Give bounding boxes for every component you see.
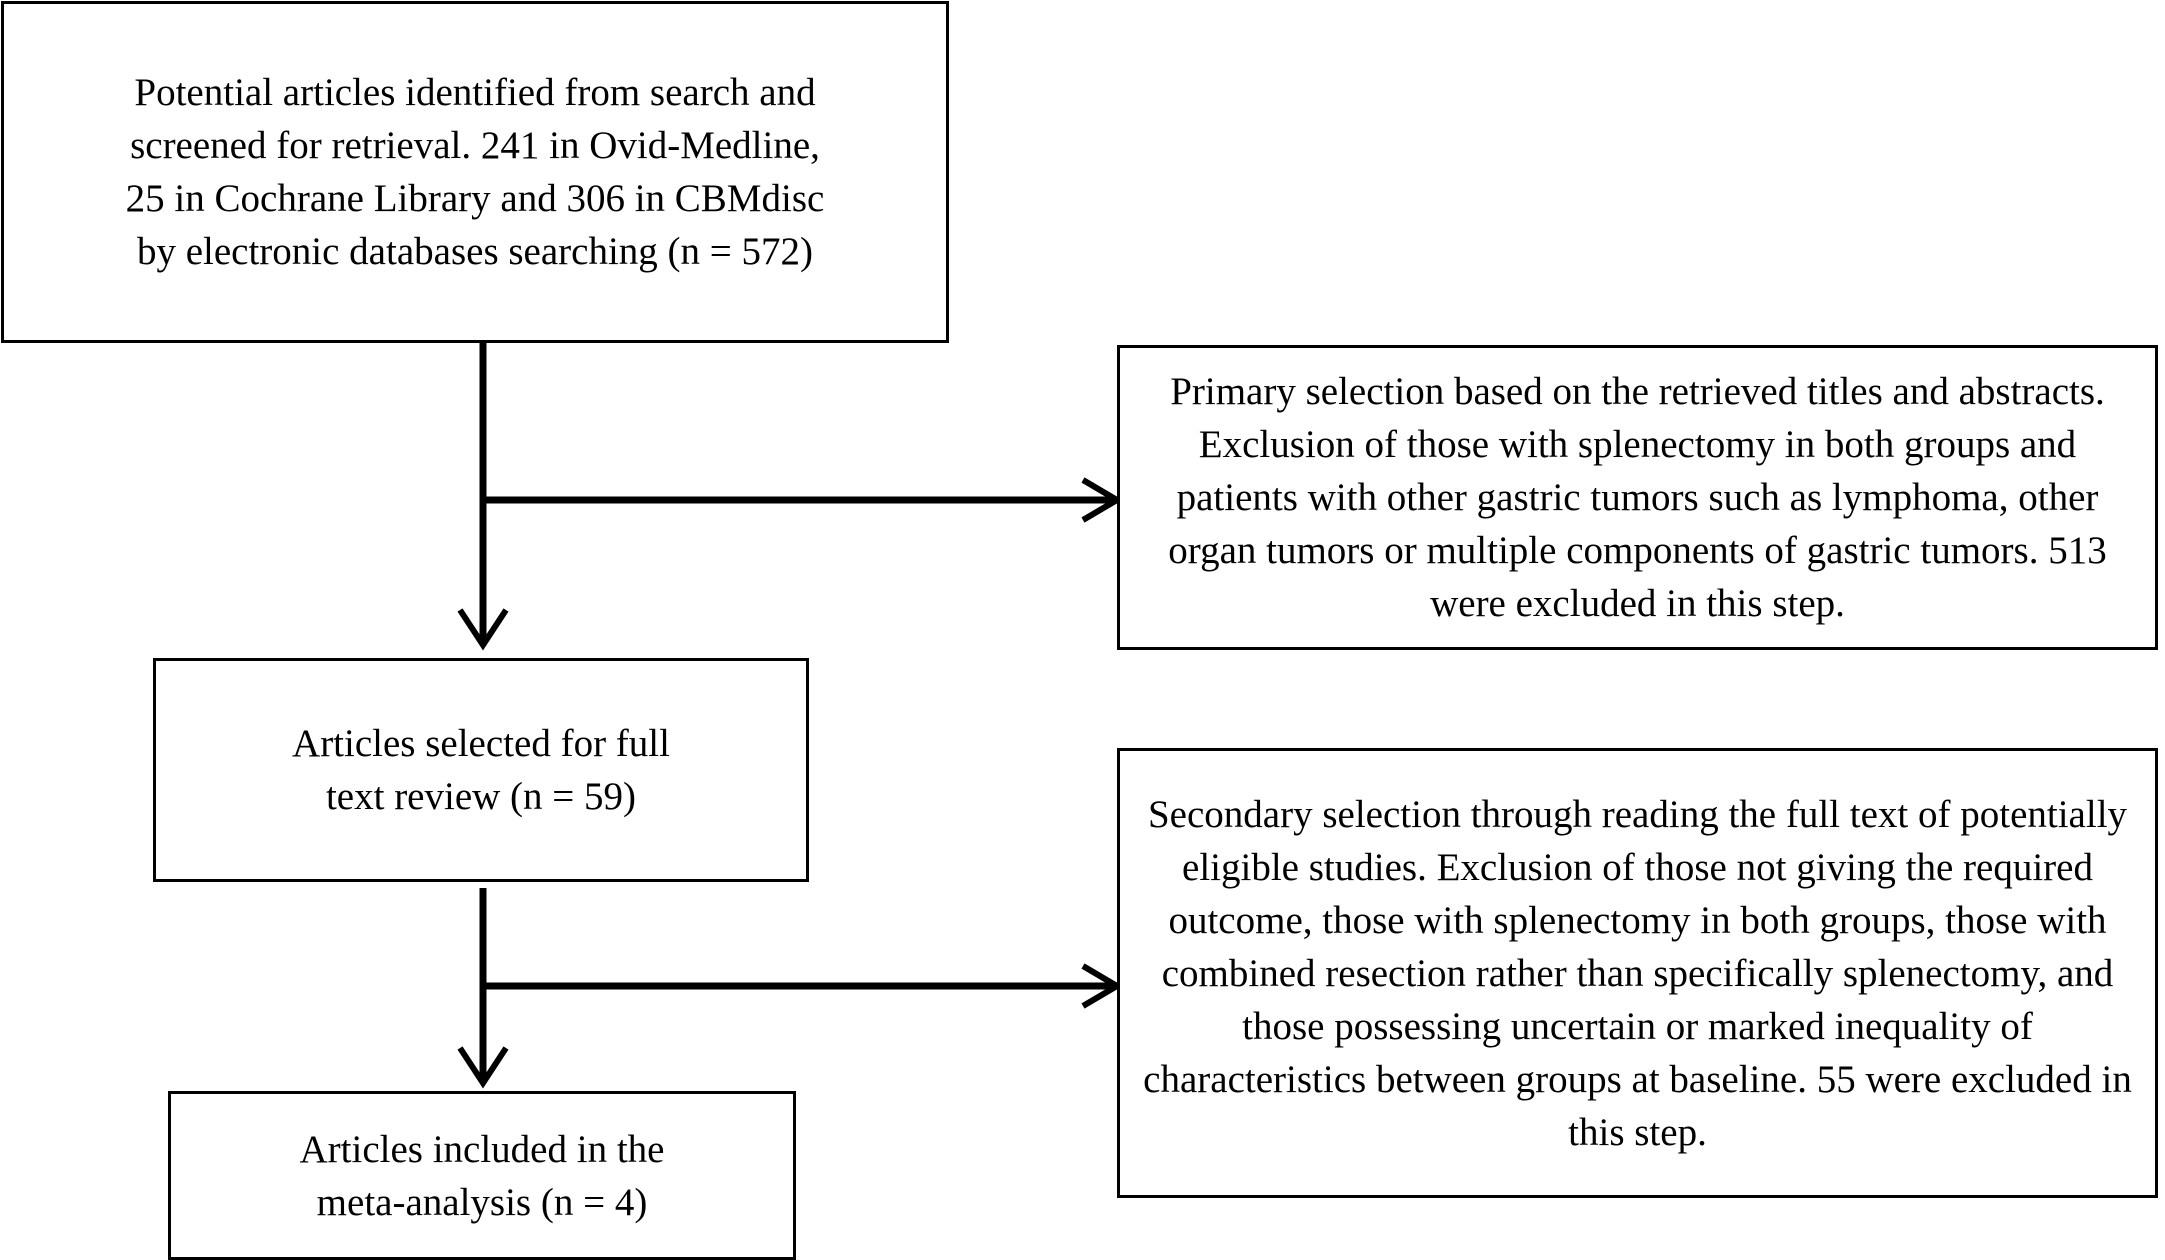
box-full-text-review-text: Articles selected for full text review (… xyxy=(292,722,670,818)
box-primary-exclusion: Primary selection based on the retrieved… xyxy=(1117,345,2158,650)
box-primary-exclusion-text: Primary selection based on the retrieved… xyxy=(1168,370,2107,625)
box-articles-identified: Potential articles identified from searc… xyxy=(1,1,949,343)
box-articles-included-text: Articles included in the meta-analysis (… xyxy=(299,1127,665,1224)
box-articles-included: Articles included in the meta-analysis (… xyxy=(168,1091,796,1260)
arrowhead-down-to-full-text xyxy=(457,608,509,651)
box-secondary-exclusion-text: Secondary selection through reading the … xyxy=(1143,792,2132,1154)
box-articles-identified-text: Potential articles identified from searc… xyxy=(125,71,825,273)
box-secondary-exclusion: Secondary selection through reading the … xyxy=(1117,748,2158,1198)
box-full-text-review: Articles selected for full text review (… xyxy=(153,658,809,882)
arrowhead-down-to-included xyxy=(457,1046,509,1089)
